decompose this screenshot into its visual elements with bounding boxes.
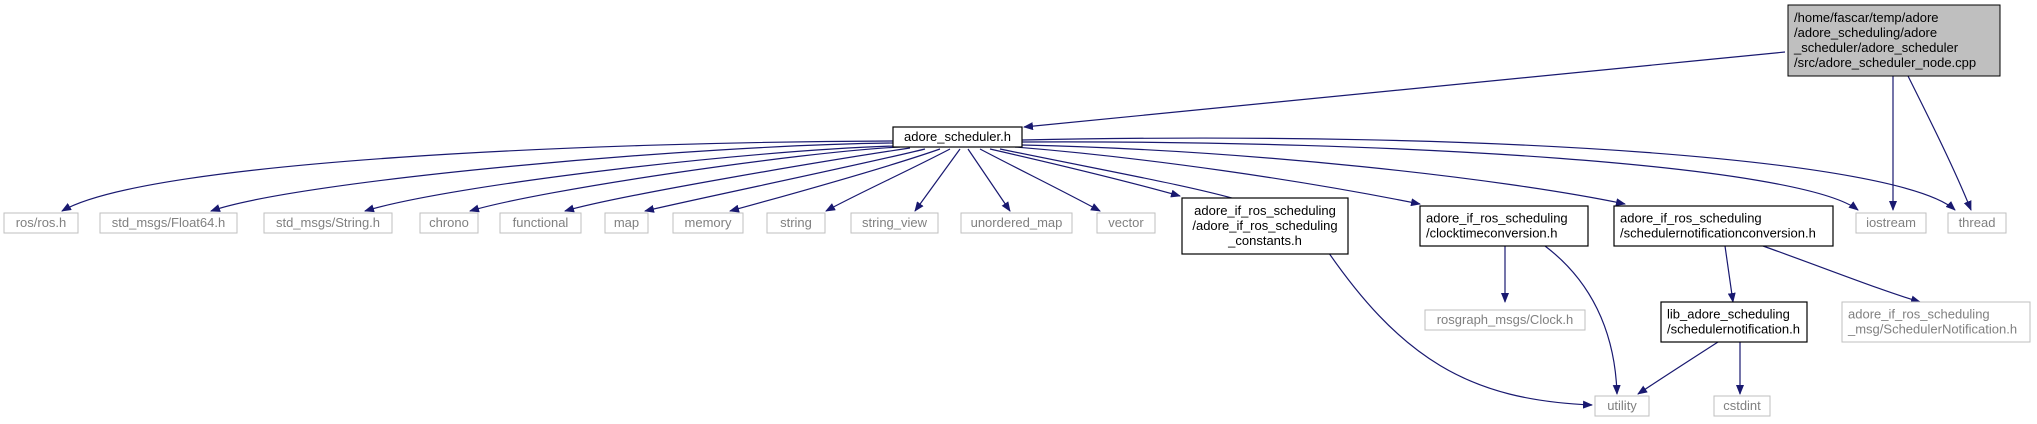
node-label-line: /clocktimeconversion.h bbox=[1426, 226, 1558, 241]
edge-adore-scheduler-h-string bbox=[825, 148, 951, 212]
node-msg-notif-h[interactable]: adore_if_ros_scheduling_msg/SchedulerNot… bbox=[1841, 301, 2031, 343]
node-label-line: /adore_if_ros_scheduling bbox=[1192, 218, 1337, 233]
node-label-line: adore_if_ros_scheduling bbox=[1194, 203, 1336, 218]
edge-notifconv-h-msg-notif-h bbox=[1762, 245, 1921, 304]
node-string-msg-h[interactable]: std_msgs/String.h bbox=[263, 212, 393, 234]
node-label-line: /adore_scheduling/adore bbox=[1794, 25, 1937, 40]
node-label-line: _scheduler/adore_scheduler bbox=[1793, 40, 1959, 55]
edge-root-thread bbox=[1907, 75, 1972, 211]
edge-adore-scheduler-h-functional bbox=[564, 147, 911, 213]
node-constants-h[interactable]: adore_if_ros_scheduling/adore_if_ros_sch… bbox=[1181, 197, 1349, 255]
node-map[interactable]: map bbox=[604, 212, 649, 234]
edge-adore-scheduler-h-clocktime-h bbox=[1014, 146, 1421, 207]
node-unordered-map[interactable]: unordered_map bbox=[960, 212, 1073, 234]
edge-adore-scheduler-h-float64-h bbox=[210, 142, 894, 212]
node-label-line: _msg/SchedulerNotification.h bbox=[1847, 322, 2017, 337]
node-label-line: vector bbox=[1108, 215, 1144, 230]
edge-adore-scheduler-h-vector bbox=[979, 148, 1101, 212]
node-label-line: adore_if_ros_scheduling bbox=[1620, 211, 1762, 226]
node-iostream[interactable]: iostream bbox=[1855, 212, 1927, 234]
node-label-line: /schedulernotificationconversion.h bbox=[1620, 226, 1816, 241]
node-notifconv-h[interactable]: adore_if_ros_scheduling/schedulernotific… bbox=[1613, 205, 1834, 247]
node-float64-h[interactable]: std_msgs/Float64.h bbox=[99, 212, 238, 234]
edge-adore-scheduler-h-utility bbox=[999, 148, 1593, 409]
node-label-line: adore_scheduler.h bbox=[904, 129, 1011, 144]
node-label-line: memory bbox=[685, 215, 732, 230]
node-label-line: string_view bbox=[862, 215, 928, 230]
node-label-line: chrono bbox=[429, 215, 469, 230]
node-label-line: utility bbox=[1607, 398, 1637, 413]
node-label-line: cstdint bbox=[1723, 398, 1761, 413]
node-label-line: iostream bbox=[1866, 215, 1916, 230]
node-label-line: unordered_map bbox=[971, 215, 1063, 230]
node-label-line: map bbox=[614, 215, 639, 230]
node-ros-ros-h[interactable]: ros/ros.h bbox=[3, 212, 79, 234]
node-chrono[interactable]: chrono bbox=[419, 212, 479, 234]
edges-layer bbox=[61, 51, 1972, 409]
node-label-line: ros/ros.h bbox=[16, 215, 67, 230]
node-memory[interactable]: memory bbox=[672, 212, 744, 234]
node-label-line: std_msgs/String.h bbox=[276, 215, 380, 230]
node-label-line: thread bbox=[1959, 215, 1996, 230]
edge-adore-scheduler-h-map bbox=[644, 148, 926, 213]
node-utility[interactable]: utility bbox=[1594, 395, 1650, 417]
edge-adore-scheduler-h-constants-h bbox=[989, 148, 1181, 198]
node-label-line: /src/adore_scheduler_node.cpp bbox=[1794, 55, 1976, 70]
node-functional[interactable]: functional bbox=[499, 212, 582, 234]
node-clocktime-h[interactable]: adore_if_ros_scheduling/clocktimeconvers… bbox=[1419, 205, 1589, 247]
node-label-line: std_msgs/Float64.h bbox=[112, 215, 225, 230]
node-label-line: adore_if_ros_scheduling bbox=[1426, 211, 1568, 226]
edge-adore-scheduler-h-string-msg-h bbox=[364, 145, 896, 213]
edge-adore-scheduler-h-iostream bbox=[1021, 141, 1859, 211]
edge-adore-scheduler-h-string-view bbox=[914, 148, 961, 212]
root-node[interactable]: /home/fascar/temp/adore/adore_scheduling… bbox=[1787, 4, 2001, 77]
node-adore-scheduler-h[interactable]: adore_scheduler.h bbox=[892, 126, 1023, 148]
node-thread[interactable]: thread bbox=[1947, 212, 2007, 234]
node-string[interactable]: string bbox=[766, 212, 826, 234]
edge-adore-scheduler-h-memory bbox=[729, 148, 941, 213]
node-string-view[interactable]: string_view bbox=[850, 212, 939, 234]
edge-adore-scheduler-h-unordered-map bbox=[967, 148, 1011, 212]
node-label-line: adore_if_ros_scheduling bbox=[1848, 307, 1990, 322]
edge-clocktime-h-utility bbox=[1544, 245, 1621, 395]
node-label-line: /home/fascar/temp/adore bbox=[1794, 10, 1939, 25]
edge-lib-notif-h-utility bbox=[1637, 341, 1719, 395]
node-clock-h[interactable]: rosgraph_msgs/Clock.h bbox=[1424, 309, 1586, 331]
node-lib-notif-h[interactable]: lib_adore_scheduling/schedulernotificati… bbox=[1660, 301, 1808, 343]
node-label-line: functional bbox=[513, 215, 569, 230]
node-label-line: string bbox=[780, 215, 812, 230]
edge-adore-scheduler-h-ros-ros-h bbox=[61, 140, 894, 212]
node-label-line: _constants.h bbox=[1227, 233, 1302, 248]
edge-notifconv-h-lib-notif-h bbox=[1724, 245, 1736, 303]
node-cstdint[interactable]: cstdint bbox=[1713, 395, 1771, 417]
node-label-line: rosgraph_msgs/Clock.h bbox=[1437, 312, 1574, 327]
edge-adore-scheduler-h-notifconv-h bbox=[1021, 144, 1626, 207]
nodes-layer: /home/fascar/temp/adore/adore_scheduling… bbox=[3, 4, 2031, 417]
node-label-line: lib_adore_scheduling bbox=[1667, 307, 1790, 322]
node-label-line: /schedulernotification.h bbox=[1667, 322, 1800, 337]
node-vector[interactable]: vector bbox=[1096, 212, 1156, 234]
edge-root-adore-scheduler-h bbox=[1023, 51, 1786, 131]
edge-adore-scheduler-h-thread bbox=[1021, 137, 1956, 211]
edge-adore-scheduler-h-chrono bbox=[469, 146, 901, 213]
